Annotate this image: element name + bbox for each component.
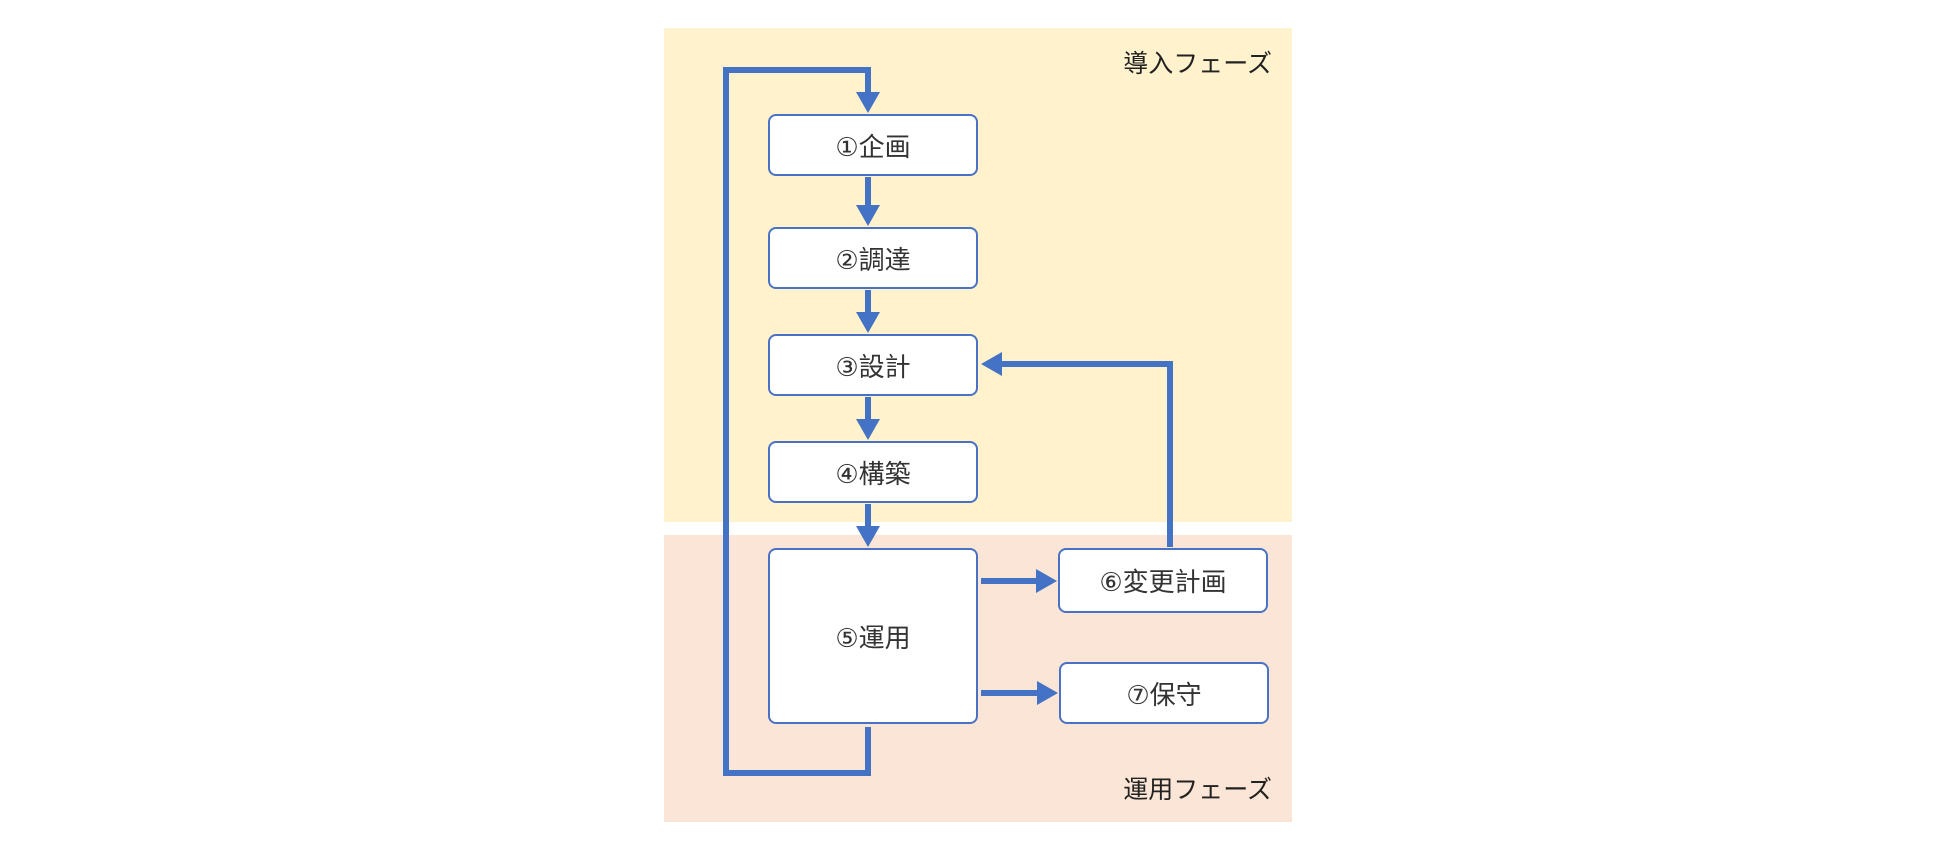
- intro-phase-region: [664, 28, 1292, 522]
- step-build: ④構築: [768, 441, 978, 503]
- intro-phase-label: 導入フェーズ: [1123, 49, 1272, 78]
- step-planning: ①企画: [768, 114, 978, 176]
- step-procurement: ②調達: [768, 227, 978, 289]
- operation-phase-label: 運用フェーズ: [1123, 775, 1272, 804]
- step-design: ③設計: [768, 334, 978, 396]
- step-maintenance: ⑦保守: [1059, 662, 1269, 724]
- step-operation: ⑤運用: [768, 548, 978, 724]
- step-change-plan: ⑥変更計画: [1058, 548, 1268, 613]
